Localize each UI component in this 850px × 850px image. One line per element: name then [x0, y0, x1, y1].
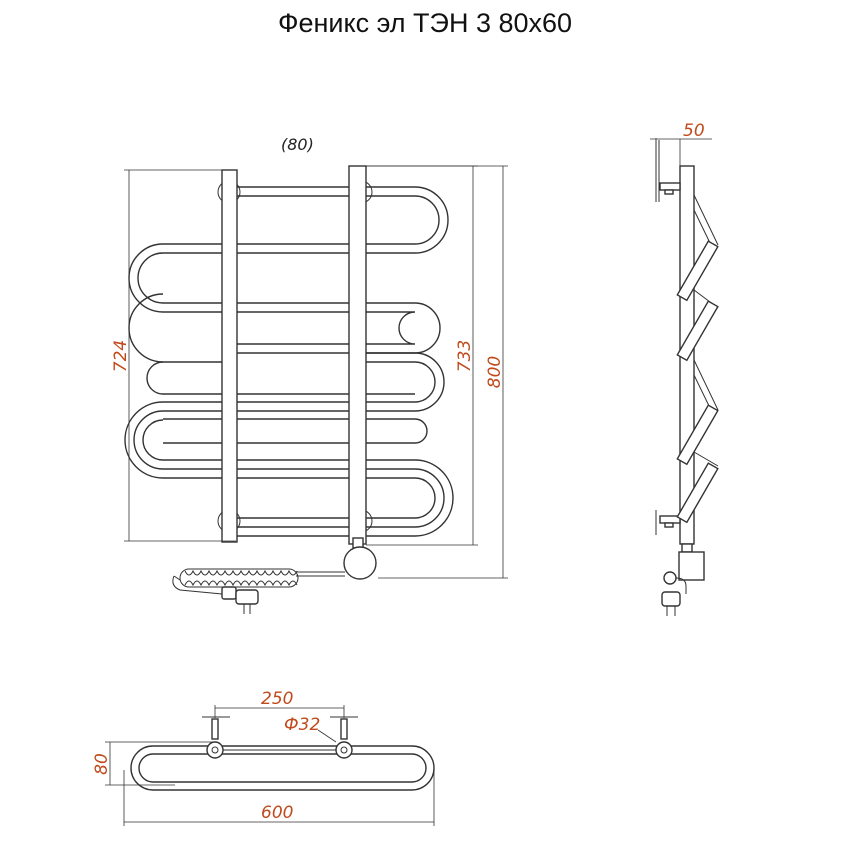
side-dimensions: 50 [650, 121, 712, 166]
dim-80: 80 [92, 753, 112, 775]
right-collector [348, 165, 367, 545]
offset-label: (80) [281, 135, 314, 154]
side-view: 50 [650, 121, 719, 616]
dim-250: 250 [261, 689, 293, 709]
dim-diameter-32: Ф32 [284, 715, 320, 735]
serpentine-rails [124, 186, 454, 537]
side-brackets [659, 182, 681, 528]
side-heater [661, 543, 705, 616]
heating-element [172, 537, 377, 614]
dim-800: 800 [485, 356, 505, 388]
front-dimensions: (80) 724 733 800 [111, 135, 508, 579]
side-rails [676, 194, 719, 524]
drawing-title: Феникс эл ТЭН 3 80х60 [277, 8, 573, 38]
top-dimensions: 250 Ф32 80 600 [92, 689, 435, 826]
dim-50: 50 [683, 121, 705, 141]
top-view: 250 Ф32 80 600 [92, 689, 435, 826]
top-inner-loop [138, 753, 427, 783]
front-view: (80) 724 733 800 [111, 135, 508, 614]
top-mounts [202, 716, 358, 759]
dim-600: 600 [261, 803, 293, 823]
dim-724: 724 [111, 340, 131, 372]
top-outer-loop [130, 745, 435, 791]
dim-733: 733 [455, 340, 475, 372]
left-collector [221, 169, 238, 543]
